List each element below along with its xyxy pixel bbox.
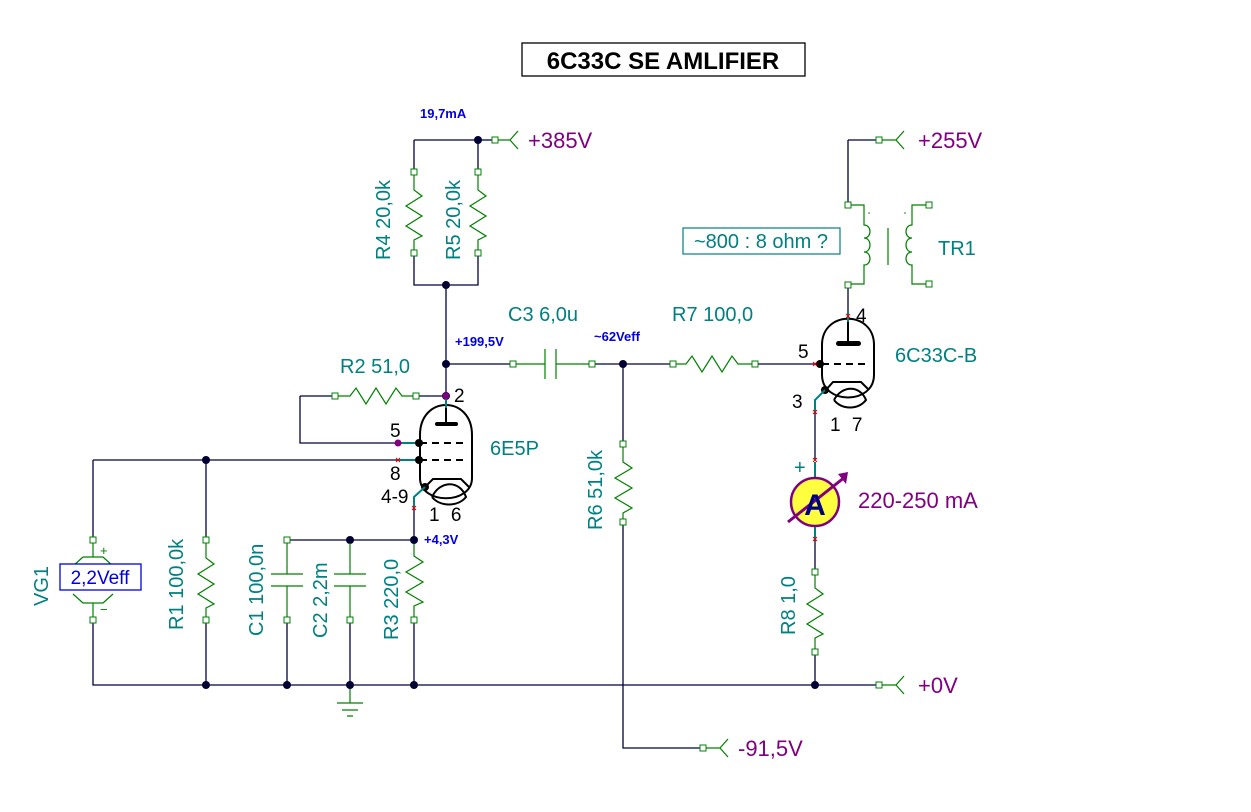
rail-0v: +0V — [875, 673, 958, 698]
tr1-label: TR1 — [938, 238, 976, 260]
resistor-r8[interactable]: R8 1,0 — [778, 568, 825, 656]
schematic-title: 6C33C SE AMLIFIER — [547, 48, 780, 75]
resistor-r1[interactable]: R1 100,0k — [166, 536, 216, 630]
r3-label: R3 220,0 — [381, 559, 403, 640]
resistor-r6[interactable]: R6 51,0k — [585, 440, 634, 530]
c1-label: C1 100,0n — [246, 544, 268, 636]
capacitor-c2[interactable]: C2 2,2m — [310, 543, 366, 638]
rail-bias-label: -91,5V — [738, 736, 803, 761]
tube-6c33c[interactable]: 4 5 3 1 7 6C33C-B — [792, 306, 977, 436]
r8-label: R8 1,0 — [778, 576, 800, 635]
capacitor-c3[interactable]: C3 6,0u — [508, 304, 596, 379]
current-readout: 19,7mA — [420, 106, 467, 121]
resistor-r4[interactable]: R4 20,0k — [373, 168, 424, 260]
rail-bias: -91,5V — [699, 736, 803, 761]
cathode-voltage-readout: +4,3V — [424, 532, 459, 547]
c3-label: C3 6,0u — [508, 304, 578, 326]
rail-385-label: +385V — [528, 128, 593, 153]
ammeter-symbol: A — [804, 489, 826, 522]
ammeter-note: 220-250 mA — [858, 488, 978, 513]
6e5p-label: 6E5P — [490, 438, 539, 460]
drive-signal-readout: ~62Veff — [594, 329, 641, 344]
junction-nodes — [202, 136, 819, 689]
resistor-r7[interactable]: R7 100,0 — [669, 304, 759, 374]
rail-385: +385V — [491, 128, 593, 153]
6c33c-pin-heater: 1 7 — [830, 415, 862, 436]
tr1-ratio-note: ~800 : 8 ohm ? — [694, 231, 828, 253]
6e5p-pin-heater: 1 6 — [429, 505, 461, 526]
anode-voltage-readout: +199,5V — [455, 334, 504, 349]
ammeter-plus-sign: + — [794, 457, 806, 479]
vg1-label: VG1 — [31, 566, 53, 606]
resistor-r2[interactable]: R2 51,0 — [331, 356, 420, 406]
rail-255: +255V — [875, 128, 983, 153]
r6-label: R6 51,0k — [585, 449, 607, 530]
signal-source-vg1[interactable]: + − 2,2Veff VG1 — [31, 536, 142, 624]
6c33c-pin-grid: 5 — [798, 342, 809, 363]
ammeter[interactable]: A + 220-250 mA — [787, 457, 978, 542]
ground-symbol — [337, 689, 363, 717]
output-transformer-tr1[interactable]: TR1 ~800 : 8 ohm ? — [682, 201, 976, 289]
vg1-minus-sign: − — [100, 602, 108, 617]
r4-label: R4 20,0k — [373, 179, 395, 260]
vg1-plus-sign: + — [100, 543, 108, 558]
6c33c-pin-cathode: 3 — [792, 392, 803, 413]
6e5p-pin-anode: 2 — [454, 386, 465, 407]
6e5p-pin-g2: 5 — [390, 421, 401, 442]
6e5p-pin-g1: 8 — [390, 464, 401, 485]
vg1-value: 2,2Veff — [71, 568, 131, 589]
rail-0v-label: +0V — [918, 673, 958, 698]
capacitor-c1[interactable]: C1 100,0n — [246, 536, 303, 636]
c2-label: C2 2,2m — [310, 562, 332, 638]
r7-label: R7 100,0 — [672, 304, 753, 326]
6c33c-pin-anode: 4 — [856, 306, 867, 327]
r1-label: R1 100,0k — [166, 538, 188, 630]
rail-255-label: +255V — [918, 128, 983, 153]
6c33c-label: 6C33C-B — [895, 345, 977, 367]
r5-label: R5 20,0k — [443, 179, 465, 260]
wires — [92, 139, 876, 749]
tube-6e5p[interactable]: 2 5 8 4-9 1 6 6E5P — [381, 386, 539, 526]
r2-label: R2 51,0 — [340, 356, 410, 378]
title-box: 6C33C SE AMLIFIER — [521, 42, 806, 77]
resistor-r3[interactable]: R3 220,0 — [381, 544, 425, 640]
resistor-r5[interactable]: R5 20,0k — [443, 168, 488, 260]
6e5p-pin-cathode: 4-9 — [381, 487, 408, 508]
